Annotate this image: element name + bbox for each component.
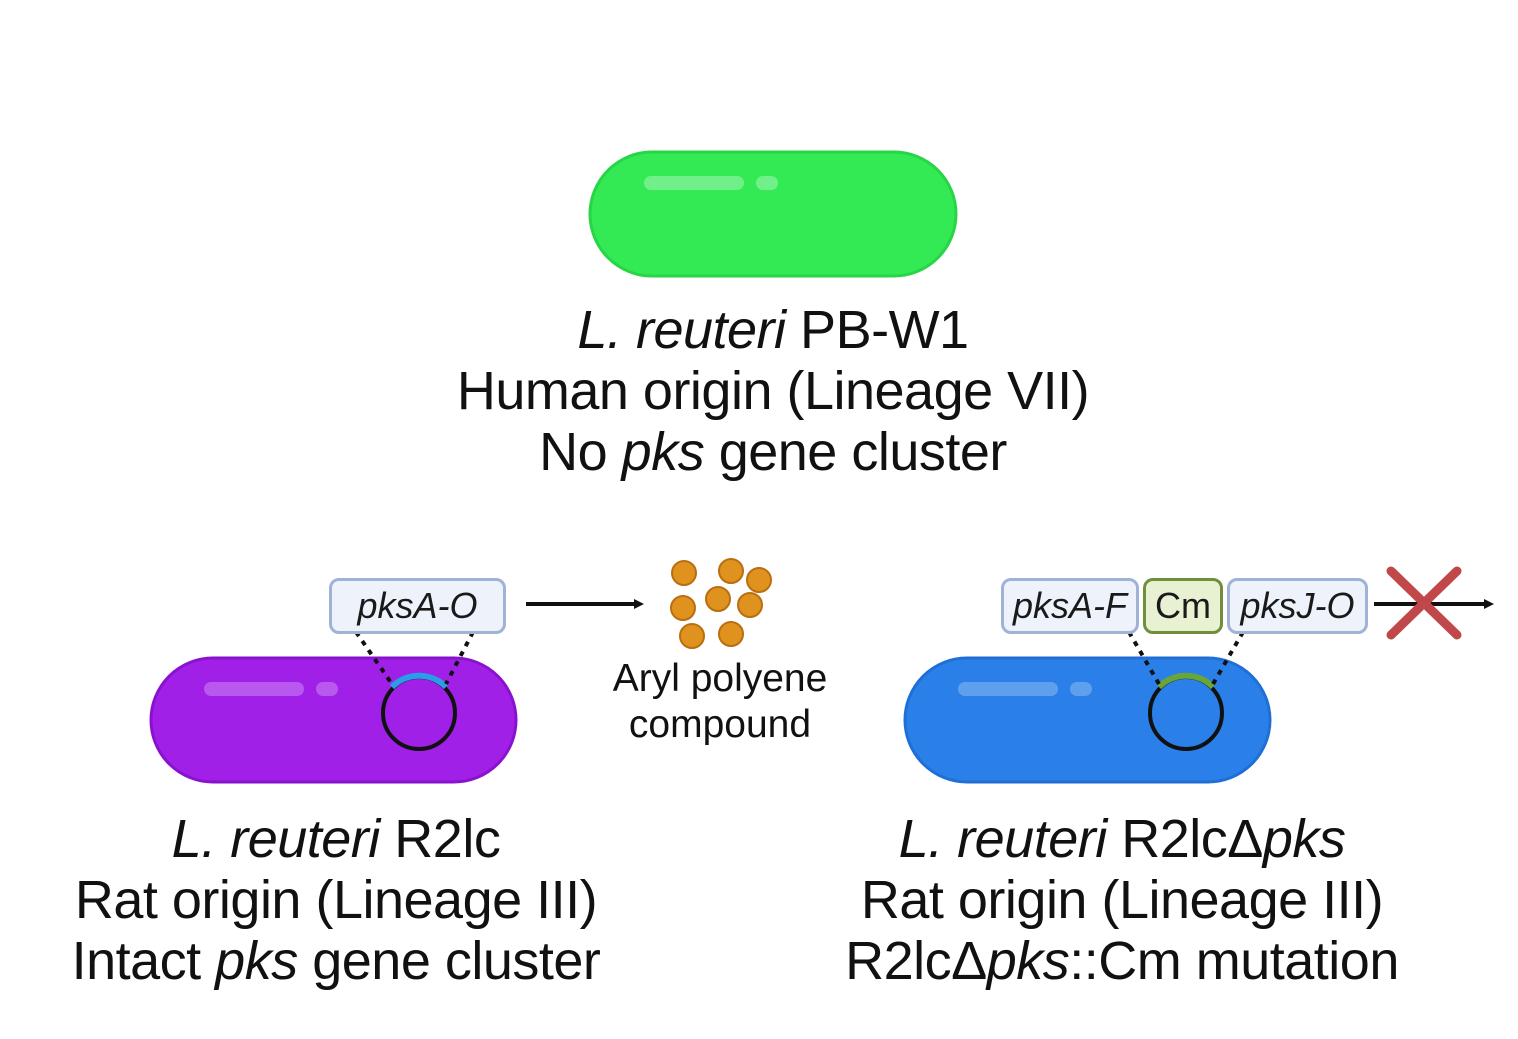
gene-label: pksJ-O	[1240, 585, 1355, 626]
strain-id: R2lc	[394, 809, 501, 869]
mutant-strain-name: L. reuteri R2lcΔpks	[898, 809, 1346, 869]
species-name: L. reuteri	[898, 809, 1108, 869]
gene-box-pksJ-O: pksJ-O	[1227, 578, 1368, 634]
human-strain-caption: L. reuteri PB-W1 Human origin (Lineage V…	[373, 300, 1173, 483]
rat-strain-bacterium	[149, 656, 518, 784]
gene-box-cm: Cm	[1143, 578, 1223, 634]
human-strain-origin: Human origin (Lineage VII)	[456, 361, 1090, 421]
gene-label: Cm	[1155, 585, 1211, 626]
species-name: L. reuteri	[577, 300, 786, 360]
gene-label: pksA-O	[357, 585, 478, 626]
blocked-cross-icon	[1386, 566, 1462, 640]
species-name: L. reuteri	[171, 809, 381, 869]
rat-strain-origin: Rat origin (Lineage III)	[74, 870, 598, 930]
compound-label-line2: compound	[628, 703, 812, 746]
compound-label-line1: Aryl polyene	[612, 657, 828, 700]
mutant-strain-caption: L. reuteri R2lcΔpks Rat origin (Lineage …	[792, 809, 1452, 992]
strain-id: PB-W1	[800, 300, 969, 360]
left-gene-callout-lines	[354, 630, 475, 686]
human-strain-cluster: No pks gene cluster	[539, 422, 1007, 482]
gene-box-pksA-O: pksA-O	[329, 578, 506, 634]
mutant-strain-bacterium	[903, 656, 1272, 784]
rat-strain-cluster: Intact pks gene cluster	[71, 931, 601, 991]
rat-strain-name: L. reuteri R2lc	[16, 809, 656, 870]
mutant-strain-mutation: R2lcΔpks::Cm mutation	[845, 931, 1399, 991]
rat-strain-caption: L. reuteri R2lc Rat origin (Lineage III)…	[16, 809, 656, 992]
aryl-polyene-compound-dots	[670, 558, 772, 649]
gene-label: pksA-F	[1012, 585, 1127, 626]
human-strain-bacterium	[588, 150, 958, 278]
rat-strain-plasmid	[381, 672, 457, 751]
gene-box-pksA-F: pksA-F	[1001, 578, 1139, 634]
compound-label: Aryl polyene compound	[570, 656, 870, 748]
human-strain-name: L. reuteri PB-W1	[373, 300, 1173, 361]
mutant-strain-plasmid	[1148, 672, 1224, 751]
mutant-strain-origin: Rat origin (Lineage III)	[860, 870, 1384, 930]
